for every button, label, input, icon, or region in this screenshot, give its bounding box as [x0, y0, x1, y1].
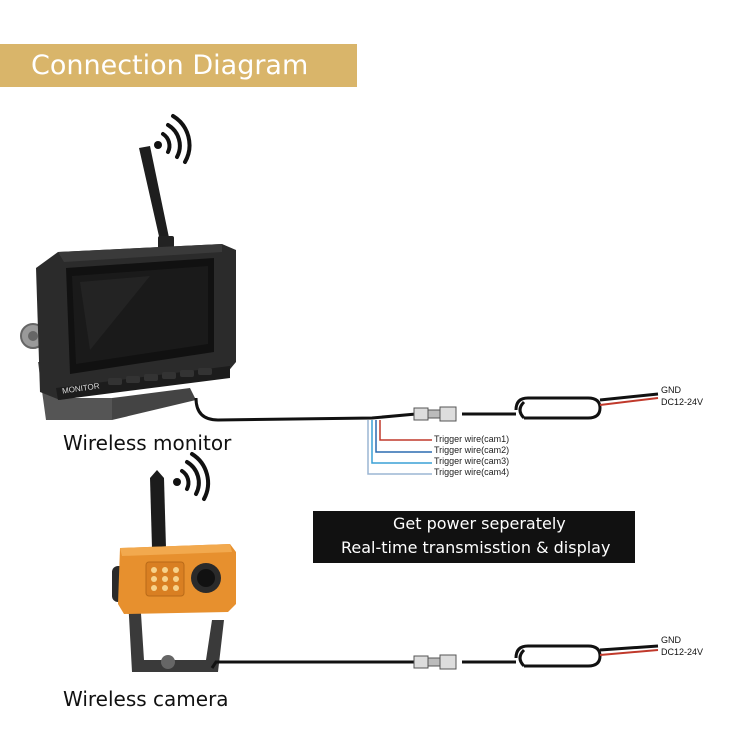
trigger-wire-cam1	[379, 420, 432, 441]
monitor-label: Wireless monitor	[63, 431, 232, 455]
camera-label: Wireless camera	[63, 687, 229, 711]
camera-cable	[210, 644, 659, 669]
monitor-cable	[194, 392, 659, 422]
gnd-label-bottom: GND	[661, 635, 681, 645]
wifi-signal-icon	[173, 452, 211, 501]
monitor-cable-connector	[413, 406, 457, 422]
trigger-label-cam3: Trigger wire(cam3)	[434, 456, 510, 466]
info-box: Get power seperately Real-time transmiss…	[313, 511, 635, 563]
trigger-wire-cam2	[375, 420, 432, 453]
dc-label-bottom: DC12-24V	[661, 647, 704, 657]
dc-label-top: DC12-24V	[661, 397, 704, 407]
trigger-label-cam1: Trigger wire(cam1)	[434, 434, 510, 444]
trigger-wires	[367, 420, 432, 475]
wireless-camera-image	[112, 470, 236, 672]
diagram-title-banner: Connection Diagram	[0, 44, 357, 87]
camera-cable-connector	[413, 654, 457, 670]
trigger-wire-cam4	[367, 420, 432, 475]
gnd-label-top: GND	[661, 385, 681, 395]
diagram-title: Connection Diagram	[31, 50, 309, 81]
wireless-monitor-image	[20, 146, 236, 420]
trigger-label-cam4: Trigger wire(cam4)	[434, 467, 510, 477]
trigger-wire-cam3	[371, 420, 432, 464]
power-red-wire	[599, 649, 659, 656]
info-line-2: Real-time transmisstion & display	[341, 538, 611, 557]
trigger-label-cam2: Trigger wire(cam2)	[434, 445, 510, 455]
info-line-1: Get power seperately	[393, 514, 566, 533]
power-red-wire	[599, 397, 659, 406]
wifi-signal-icon	[154, 114, 192, 164]
